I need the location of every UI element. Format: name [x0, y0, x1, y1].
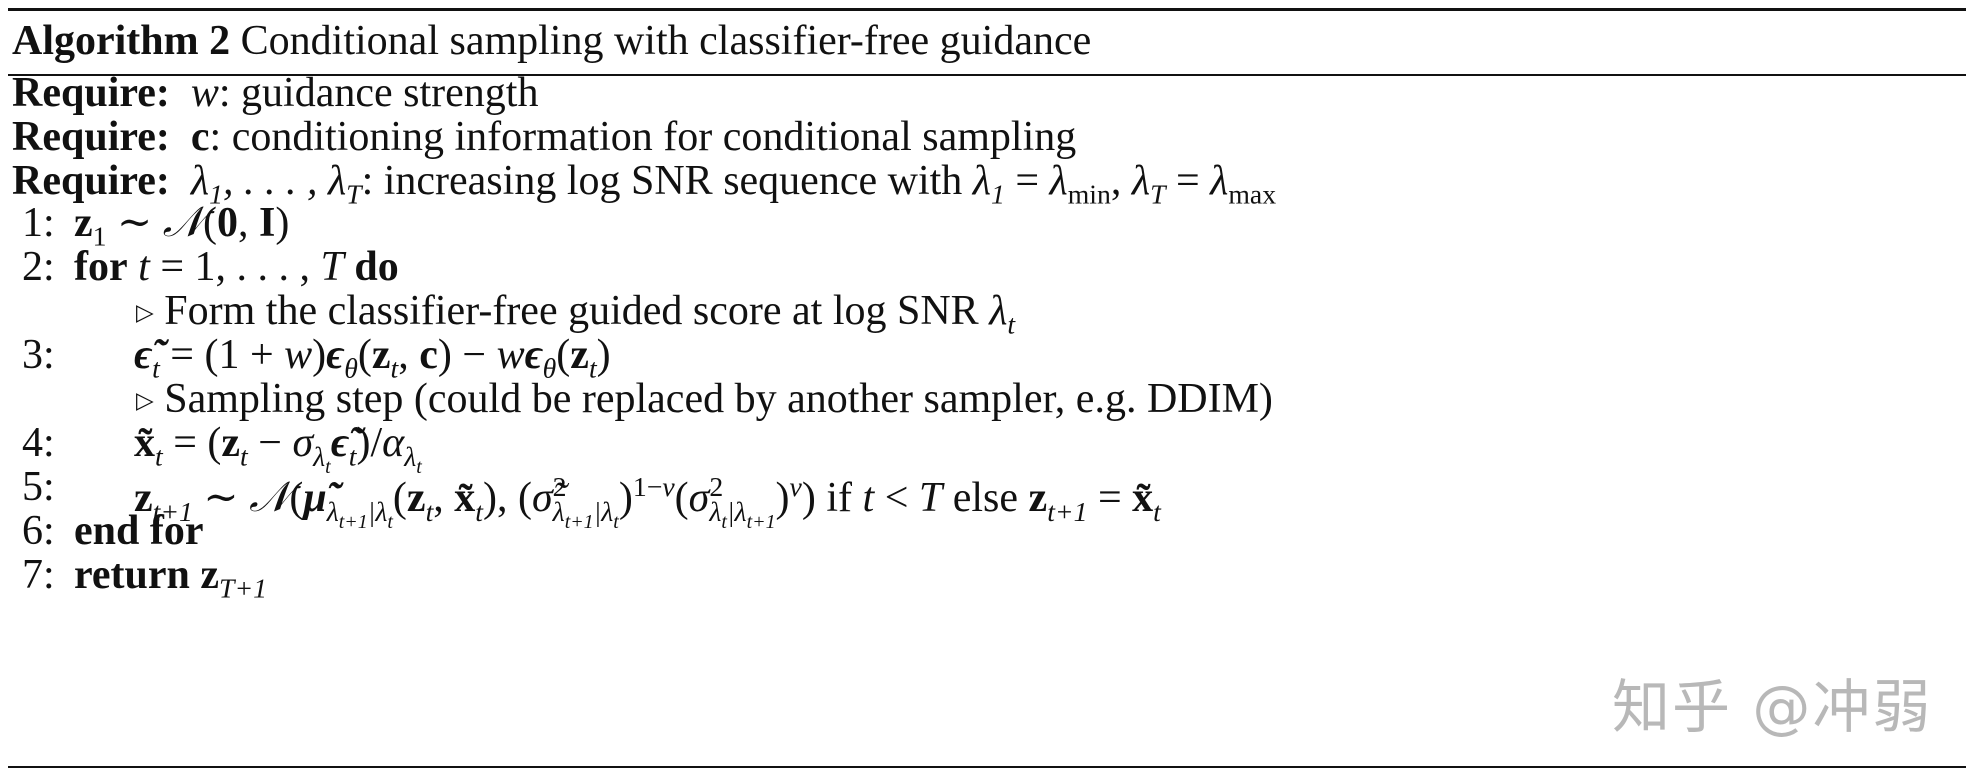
algorithm-label: Algorithm 2 — [12, 18, 231, 64]
require-conditioning: Require: c: conditioning information for… — [12, 114, 1077, 160]
comment-guided-score: ▷ Form the classifier-free guided score … — [136, 288, 1016, 340]
step-1-number: 1: — [22, 200, 55, 246]
step-4-line: x̃t = (zt − σλtϵ̃t)/αλt — [134, 420, 422, 478]
require-snr-sequence: Require: λ1, . . . , λT: increasing log … — [12, 158, 1277, 210]
algorithm-caption: Algorithm 2 Conditional sampling with cl… — [12, 10, 1091, 72]
zhihu-watermark: 知乎 @冲弱 — [1612, 673, 1933, 741]
step-3-number: 3: — [22, 332, 55, 378]
step-5-number: 5: — [22, 464, 55, 510]
step-7-number: 7: — [22, 552, 55, 598]
caption-rule — [8, 74, 1966, 76]
top-rule — [8, 8, 1966, 11]
step-6-number: 6: — [22, 508, 55, 554]
require-guidance: Require: w: guidance strength — [12, 70, 539, 116]
step-4-number: 4: — [22, 420, 55, 466]
step-7-line: return zT+1 — [74, 552, 268, 604]
comment-triangle-icon: ▷ — [136, 386, 154, 413]
step-6-line: end for — [74, 508, 204, 554]
step-1-line: z1 ∼ 𝒩(0, I) — [74, 200, 290, 252]
step-3-line: ϵ̃t = (1 + w)ϵθ(zt, c) − wϵθ(zt) — [134, 332, 611, 384]
algorithm-title: Conditional sampling with classifier-fre… — [240, 18, 1092, 64]
comment-sampling-step: ▷ Sampling step (could be replaced by an… — [136, 376, 1273, 422]
comment-triangle-icon: ▷ — [136, 298, 154, 325]
bottom-rule — [8, 766, 1966, 768]
step-2-number: 2: — [22, 244, 55, 290]
step-2-line: for t = 1, . . . , T do — [74, 244, 399, 290]
step-5-line: zt+1 ∼ 𝒩(μ̃λt+1|λt(zt, x̃t), (σ̃2λt+1|λt… — [134, 471, 1161, 533]
